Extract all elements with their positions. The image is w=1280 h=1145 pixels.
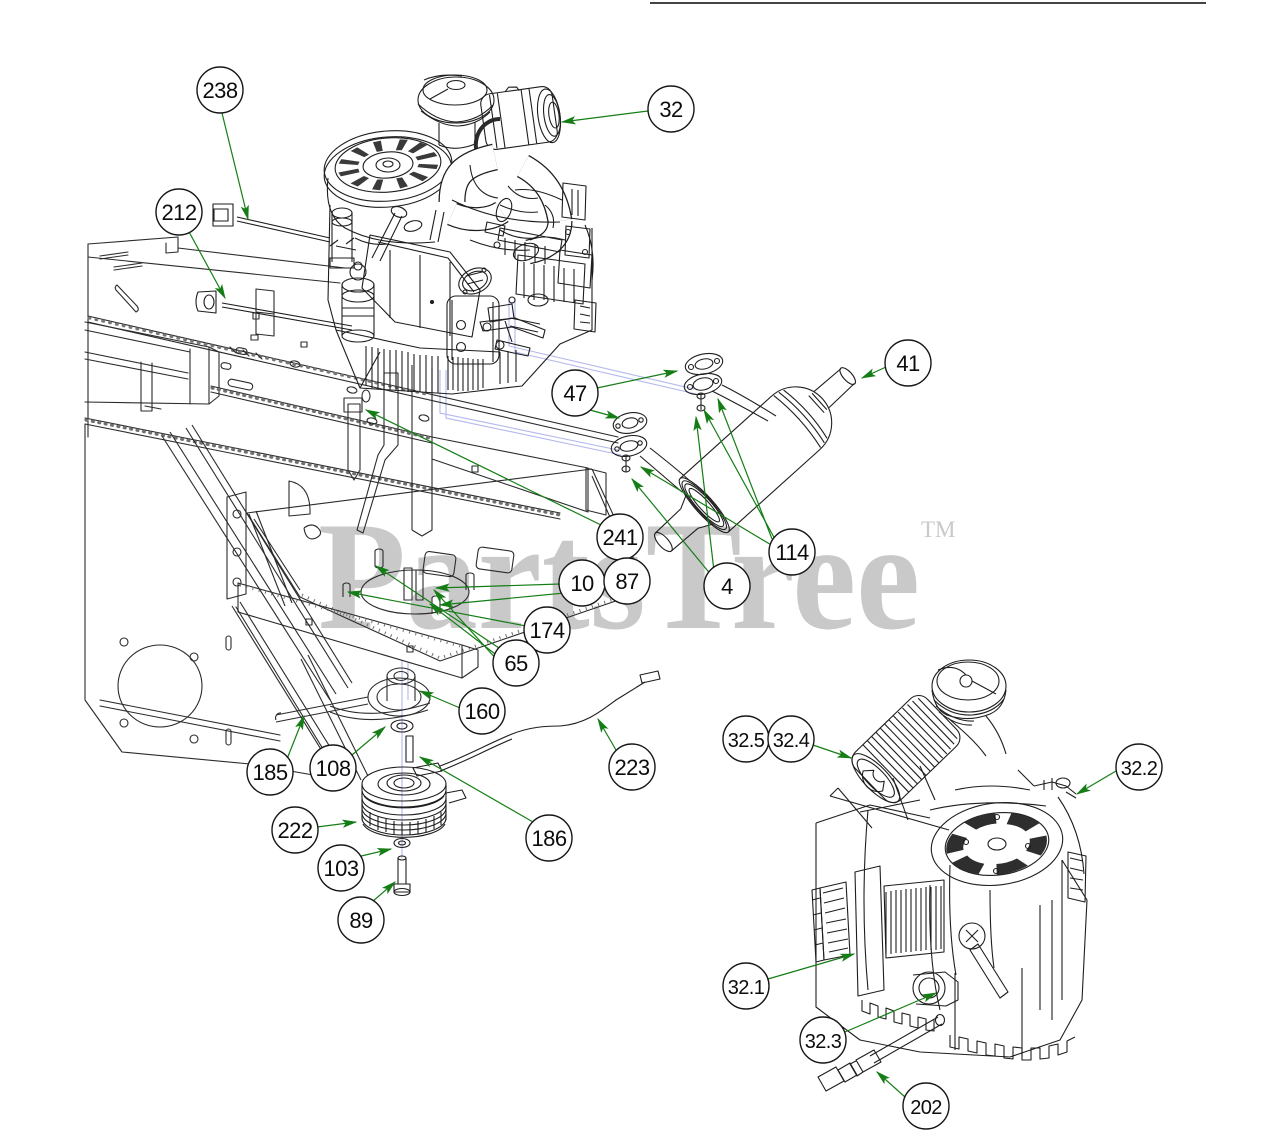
svg-text:89: 89 <box>349 908 373 933</box>
svg-text:32: 32 <box>659 97 683 122</box>
svg-text:4: 4 <box>721 574 733 599</box>
svg-text:174: 174 <box>530 618 565 643</box>
svg-text:223: 223 <box>615 755 650 780</box>
svg-text:32.4: 32.4 <box>773 730 810 752</box>
svg-text:32.3: 32.3 <box>805 1031 842 1053</box>
svg-text:47: 47 <box>563 381 587 406</box>
svg-text:238: 238 <box>203 78 238 103</box>
svg-text:103: 103 <box>324 856 359 881</box>
svg-text:186: 186 <box>532 826 567 851</box>
svg-text:212: 212 <box>162 200 197 225</box>
svg-text:202: 202 <box>910 1097 942 1119</box>
svg-text:32.5: 32.5 <box>728 730 765 752</box>
svg-text:87: 87 <box>615 569 639 594</box>
svg-text:185: 185 <box>253 760 288 785</box>
svg-text:241: 241 <box>603 525 638 550</box>
svg-text:65: 65 <box>504 651 528 676</box>
svg-text:108: 108 <box>316 756 351 781</box>
svg-text:222: 222 <box>278 818 313 843</box>
svg-text:10: 10 <box>570 571 594 596</box>
svg-text:41: 41 <box>896 351 920 376</box>
svg-text:TM: TM <box>921 517 956 542</box>
svg-text:32.1: 32.1 <box>728 977 765 999</box>
svg-text:160: 160 <box>465 699 500 724</box>
svg-text:32.2: 32.2 <box>1121 758 1158 780</box>
svg-text:114: 114 <box>775 540 809 565</box>
